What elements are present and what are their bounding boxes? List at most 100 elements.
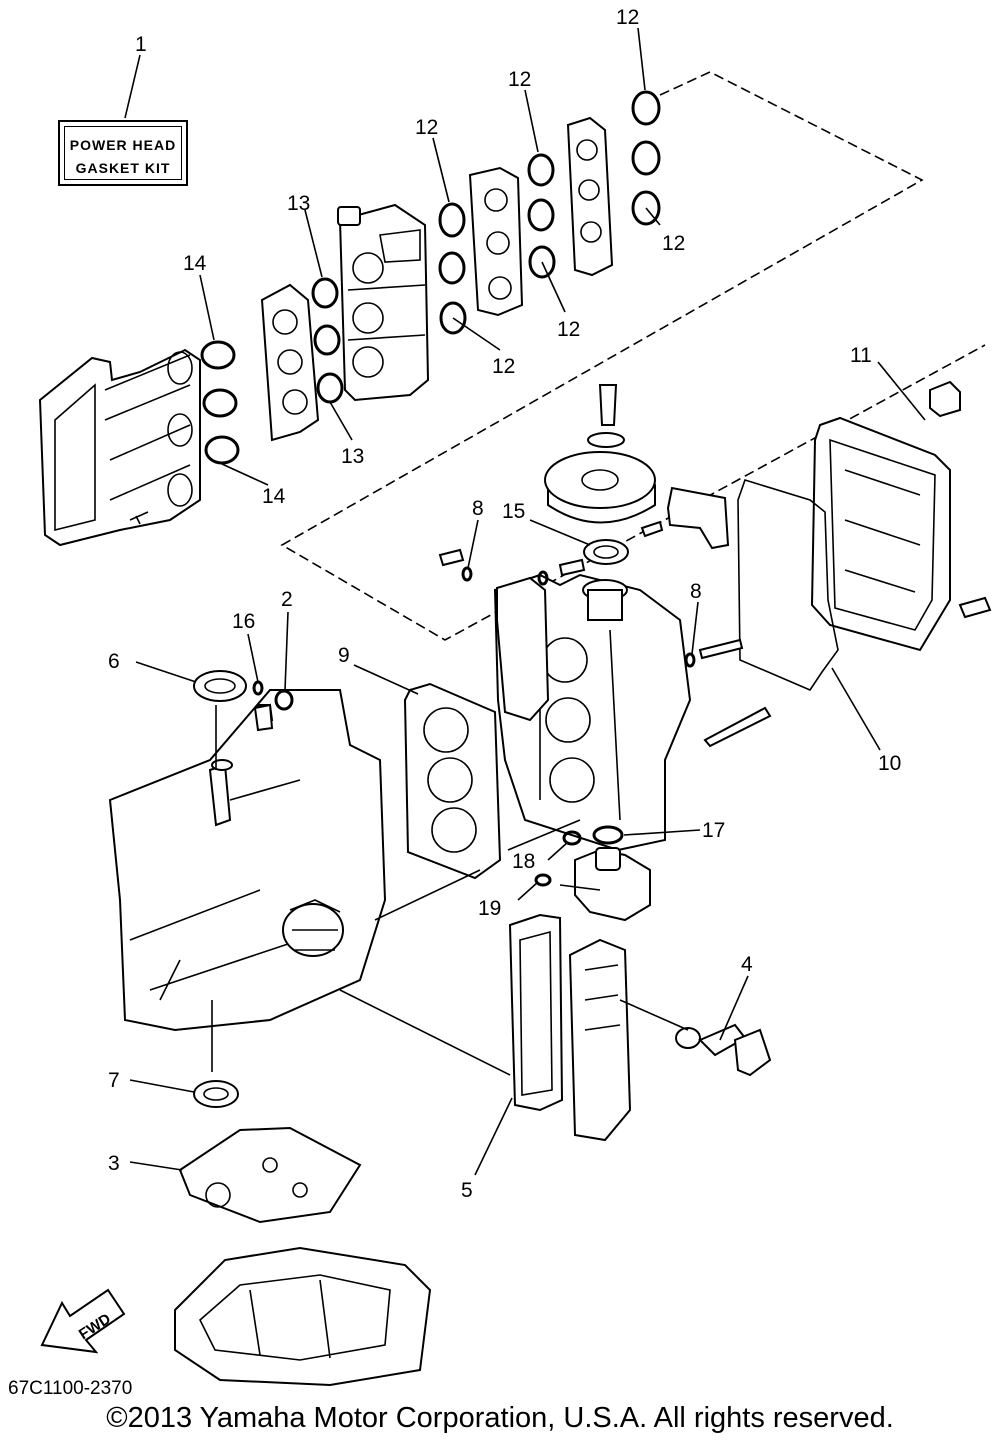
o-ring-12b <box>438 251 466 285</box>
oil-seal-6-inner <box>204 678 236 694</box>
callout-16: 16 <box>232 610 255 633</box>
bolt-head-cover <box>958 596 992 619</box>
long-bolt-upper <box>698 638 744 660</box>
kit-label-line-1: POWER HEAD <box>69 137 177 153</box>
exhaust-cover-gasket-5-inner <box>519 930 553 1096</box>
oil-seal-15 <box>583 539 629 565</box>
washer-8a <box>461 566 473 582</box>
bolt-block-mid <box>558 558 586 577</box>
o-ring-12e <box>527 198 555 232</box>
callout-12f: 12 <box>492 355 515 378</box>
leader-8b <box>691 601 699 655</box>
washer-8c <box>537 570 549 586</box>
diagram-code: 67C1100-2370 <box>8 1378 133 1399</box>
leader-pump-19 <box>559 884 601 891</box>
leader-12b <box>645 207 661 226</box>
leader-17 <box>623 829 701 836</box>
head-mounting-plate <box>496 576 550 722</box>
callout-9: 9 <box>338 644 350 667</box>
intake-spacer-plate <box>468 166 524 317</box>
callout-7: 7 <box>108 1069 120 1092</box>
timing-plate <box>666 486 730 550</box>
bolt-block-left <box>438 548 465 567</box>
long-bolt-lower <box>703 706 772 748</box>
leader-thermostat <box>619 999 689 1031</box>
o-ring-12i <box>631 190 661 226</box>
oil-pan-gasket-3-hole-b <box>262 1157 278 1173</box>
leader-5 <box>474 1097 513 1176</box>
forward-arrow-icon: FWD <box>40 1288 126 1354</box>
flywheel-assembly <box>544 384 656 524</box>
o-ring-17 <box>592 825 624 845</box>
leader-12c <box>524 89 539 153</box>
throttle-body-assembly <box>337 203 430 402</box>
leader-10 <box>831 667 881 751</box>
callout-17: 17 <box>702 819 725 842</box>
washer-2 <box>274 689 294 711</box>
callout-12e: 12 <box>415 116 438 139</box>
leader-7 <box>129 1079 195 1093</box>
power-head-gasket-kit-label: POWER HEAD GASKET KIT <box>58 120 188 186</box>
callout-8b: 8 <box>690 580 702 603</box>
callout-14a: 14 <box>183 252 207 275</box>
o-ring-14a <box>200 340 236 370</box>
head-cover-gasket-10 <box>737 479 839 691</box>
intake-manifold <box>38 348 201 547</box>
exhaust-cover-ribs <box>584 964 621 1031</box>
leader-block-head <box>374 869 481 921</box>
oil-pan-gasket-3-hole-a <box>205 1182 231 1208</box>
callout-12b: 12 <box>662 232 685 255</box>
leader-14a <box>199 274 215 341</box>
o-ring-12h <box>631 140 661 176</box>
oil-seal-15-inner <box>593 545 619 559</box>
leader-12a <box>637 27 646 91</box>
leader-13a <box>304 209 323 278</box>
exhaust-guide <box>174 1246 432 1387</box>
washer-8b <box>684 652 696 668</box>
callout-11: 11 <box>850 344 872 367</box>
leader-12e <box>432 137 450 203</box>
o-ring-12f <box>528 245 556 279</box>
callout-12a: 12 <box>616 6 639 29</box>
kit-label-frame: POWER HEAD GASKET KIT <box>64 126 182 180</box>
o-ring-12d <box>527 153 555 187</box>
callout-1: 1 <box>135 33 147 56</box>
callout-13b: 13 <box>341 445 364 468</box>
callout-2: 2 <box>281 588 293 611</box>
cylinder-head-gasket-9 <box>403 682 502 880</box>
callout-13a: 13 <box>287 192 310 215</box>
o-ring-13c <box>316 372 344 404</box>
callout-15: 15 <box>502 500 525 523</box>
o-ring-14b <box>202 388 238 418</box>
leader-11 <box>877 361 926 421</box>
callout-12d: 12 <box>557 318 580 341</box>
callout-5: 5 <box>461 1179 473 1202</box>
callout-10: 10 <box>878 752 901 775</box>
leader-9 <box>353 664 419 695</box>
oil-pan-gasket-3-hole-c <box>292 1182 308 1198</box>
oil-pan-gasket-3 <box>178 1126 362 1224</box>
leader-4 <box>719 975 749 1041</box>
leader-15 <box>529 519 591 546</box>
copyright-notice: ©2013 Yamaha Motor Corporation, U.S.A. A… <box>106 1402 894 1434</box>
callout-19: 19 <box>478 897 501 920</box>
intake-adapter-plate <box>260 283 320 442</box>
leader-block-exhaust <box>339 989 511 1076</box>
o-ring-18 <box>562 830 582 846</box>
callout-6: 6 <box>108 650 120 673</box>
crankcase <box>108 689 387 1032</box>
thermostat-4 <box>675 1023 772 1077</box>
callout-3: 3 <box>108 1152 120 1175</box>
o-ring-13b <box>313 324 341 356</box>
kit-label-line-2: GASKET KIT <box>75 160 171 176</box>
leader-18 <box>547 841 569 861</box>
leader-16 <box>247 633 259 683</box>
leader-19 <box>517 881 539 901</box>
intake-gasket <box>566 116 614 277</box>
callout-18: 18 <box>512 850 535 873</box>
drain-plug <box>253 703 274 732</box>
leader-3 <box>129 1161 183 1171</box>
leader-head-block <box>507 819 581 851</box>
exhaust-cover <box>568 938 632 1142</box>
